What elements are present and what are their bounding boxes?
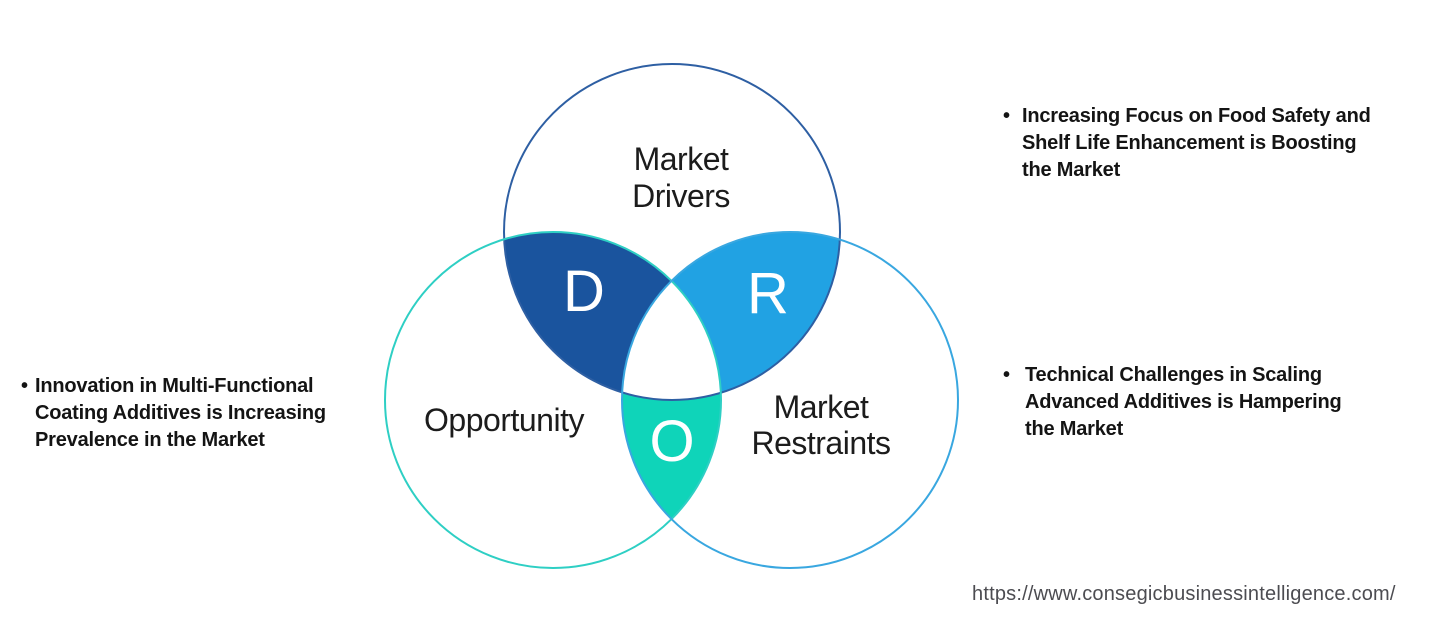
bullet-dot: • (1003, 364, 1010, 386)
source-url: https://www.consegicbusinessintelligence… (972, 583, 1396, 605)
letter-d: D (563, 259, 605, 324)
annotation-text: Increasing Focus on Food Safety and Shel… (1022, 103, 1371, 184)
annotation-line: Prevalence in the Market (35, 429, 265, 451)
annotation-line: Technical Challenges in Scaling (1025, 364, 1322, 386)
bullet-dot: • (1003, 105, 1010, 127)
restraints-circle-label: Market Restraints (751, 389, 891, 461)
restraints-circle (621, 231, 959, 569)
letter-o: O (649, 409, 695, 474)
annotation-text: Technical Challenges in Scaling Advanced… (1025, 362, 1342, 443)
right-annotation-driver: • Increasing Focus on Food Safety and Sh… (1003, 103, 1433, 184)
bullet-dot: • (21, 375, 28, 397)
drivers-circle-label: Market Drivers (632, 141, 730, 214)
annotation-line: the Market (1022, 159, 1121, 181)
right-annotation-restraint: • Technical Challenges in Scaling Advanc… (1003, 362, 1433, 443)
left-annotation-drivers-of-opportunity: • Innovation in Multi-Functional Coating… (21, 373, 401, 454)
annotation-line: the Market (1025, 418, 1124, 440)
opportunity-circle-label: Opportunity (424, 402, 584, 438)
annotation-line: Coating Additives is Increasing (35, 402, 326, 424)
letter-r: R (747, 261, 789, 326)
annotation-text: Innovation in Multi-Functional Coating A… (35, 373, 326, 454)
annotation-line: Innovation in Multi-Functional (35, 375, 314, 397)
annotation-line: Advanced Additives is Hampering (1025, 391, 1342, 413)
opportunity-circle (384, 231, 722, 569)
annotation-line: Increasing Focus on Food Safety and (1022, 105, 1371, 127)
drivers-circle (503, 63, 841, 401)
annotation-line: Shelf Life Enhancement is Boosting (1022, 132, 1357, 154)
